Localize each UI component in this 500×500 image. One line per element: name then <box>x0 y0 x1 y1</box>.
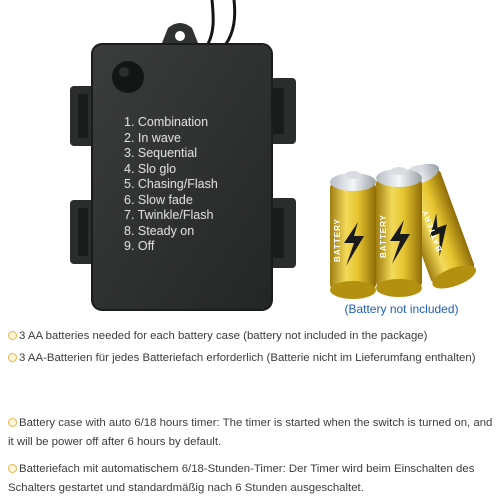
battery-caption: (Battery not included) <box>344 302 459 316</box>
bullet-icon <box>8 464 17 473</box>
mode-item: 4. Slo glo <box>124 161 177 176</box>
product-photo: BATTERY BATTERY BATTERY <box>70 0 477 311</box>
note-timer-de: Batteriefach mit automatischem 6/18-Stun… <box>8 460 496 497</box>
power-wire <box>206 0 215 45</box>
batteries-illustration <box>330 163 477 299</box>
mode-item: 2. In wave <box>124 130 181 145</box>
bullet-icon <box>8 331 17 340</box>
mode-item: 9. Off <box>124 239 155 253</box>
mode-item: 8. Steady on <box>124 223 195 238</box>
note-text: Batteriefach mit automatischem 6/18-Stun… <box>8 463 475 494</box>
timer-mode-list: 1. Combination 2. In wave 3. Sequential … <box>124 115 218 255</box>
note-batteries-de: 3 AA-Batterien für jedes Batteriefach er… <box>8 349 496 368</box>
mode-item: 3. Sequential <box>124 146 197 160</box>
mode-item: 7. Twinkle/Flash <box>124 208 214 222</box>
battery-brand-left: BATTERY <box>333 218 342 262</box>
hanging-loop <box>160 23 200 48</box>
note-text: 3 AA batteries needed for each battery c… <box>19 330 428 342</box>
bullet-icon <box>8 353 17 362</box>
mode-item: 1. Combination <box>124 115 209 129</box>
battery-brand-middle: BATTERY <box>379 214 388 258</box>
note-timer-en: Battery case with auto 6/18 hours timer:… <box>8 414 496 451</box>
bullet-icon <box>8 418 17 427</box>
power-switch <box>112 61 144 93</box>
battery-case <box>92 44 272 310</box>
mode-item: 5. Chasing/Flash <box>124 177 218 191</box>
case-clips <box>70 78 296 268</box>
mode-item: 6. Slow fade <box>124 192 193 207</box>
note-text: 3 AA-Batterien für jedes Batteriefach er… <box>19 352 476 364</box>
power-wire-2 <box>224 0 237 45</box>
note-batteries-en: 3 AA batteries needed for each battery c… <box>8 327 496 346</box>
note-text: Battery case with auto 6/18 hours timer:… <box>8 417 493 448</box>
